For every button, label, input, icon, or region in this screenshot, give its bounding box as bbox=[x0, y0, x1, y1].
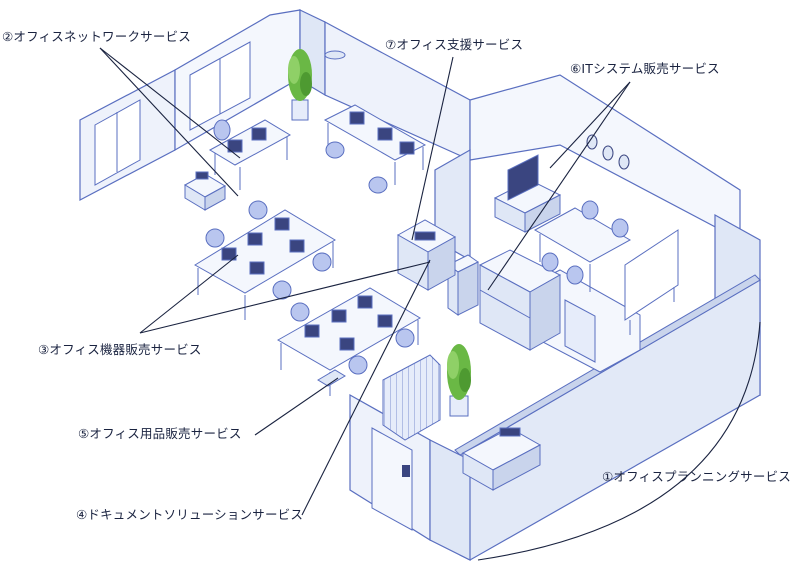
desk-cluster-front bbox=[276, 287, 421, 396]
front-door bbox=[371, 427, 413, 531]
partition-curtain bbox=[382, 354, 441, 441]
leader-lines bbox=[99, 47, 761, 561]
front-wall-left bbox=[429, 439, 471, 561]
label-office-network: ②オフィスネットワークサービス bbox=[2, 29, 191, 44]
label-office-planning: ①オフィスプランニングサービス bbox=[602, 469, 791, 484]
printer-small bbox=[183, 171, 227, 211]
whiteboard bbox=[624, 229, 679, 335]
desk-cluster-back bbox=[208, 119, 292, 190]
plant-back bbox=[288, 49, 312, 121]
window-left bbox=[94, 99, 141, 186]
label-document-solution: ④ドキュメントソリューションサービス bbox=[76, 507, 304, 522]
wall-speakers bbox=[586, 134, 630, 170]
label-office-support: ⑦オフィス支援サービス bbox=[385, 37, 524, 52]
meeting-table bbox=[533, 200, 632, 292]
it-room-door bbox=[564, 299, 596, 363]
label-office-equipment: ③オフィス機器販売サービス bbox=[38, 342, 202, 357]
window-back bbox=[189, 41, 251, 131]
label-it-system: ⑥ITシステム販売サービス bbox=[570, 61, 720, 76]
copier bbox=[396, 219, 457, 291]
label-office-supplies: ⑤オフィス用品販売サービス bbox=[78, 426, 242, 441]
tv-cabinet bbox=[493, 154, 562, 233]
desk-cluster-upper-right bbox=[323, 104, 427, 194]
plant-front bbox=[447, 344, 471, 417]
wall-light bbox=[324, 50, 346, 60]
reception-counter bbox=[461, 427, 542, 491]
